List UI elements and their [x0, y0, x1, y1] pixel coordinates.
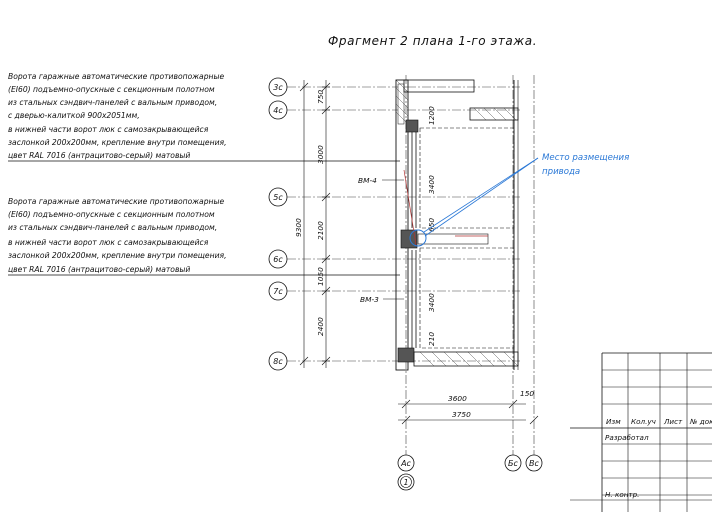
note-bottom-line-1: Ворота гаражные автоматические противопо…: [8, 197, 224, 206]
dim-left-750: 750: [316, 90, 325, 104]
axis-label-7c: 7с: [273, 287, 283, 296]
callout-line-2: привода: [542, 167, 580, 177]
axis-label-6c: 6с: [273, 255, 283, 264]
dim-bottom-3750: 3750: [452, 410, 471, 419]
note-bottom-line-4: в нижней части ворот люк с самозакрывающ…: [8, 238, 209, 247]
dim-inner-650: 650: [427, 218, 436, 232]
axis-label-ac: Ас: [400, 459, 411, 468]
dim-inner-3400-top: 3400: [427, 175, 436, 194]
note-top-line-1: Ворота гаражные автоматические противопо…: [8, 72, 224, 81]
note-top-line-6: заслонкой 200х200мм, крепление внутри по…: [8, 138, 226, 147]
drive-location-callout: Место размещения привода: [409, 153, 629, 247]
note-top-line-3: из стальных сэндвич-панелей с вальным пр…: [8, 98, 217, 107]
dim-left-2400: 2400: [316, 317, 325, 336]
axis-label-bc: Бс: [508, 459, 518, 468]
axis-bubbles-bottom: Ас Бс Вс 1: [397, 454, 543, 491]
dim-bottom-150: 150: [520, 389, 534, 398]
note-bottom-line-3: из стальных сэндвич-панелей с вальным пр…: [8, 223, 217, 232]
dim-left-2100: 2100: [316, 221, 325, 240]
dimension-chain-bottom: [398, 399, 539, 425]
dim-inner-3400-bottom: 3400: [427, 293, 436, 312]
dimension-chain-left: [299, 80, 331, 368]
dim-left-3000: 3000: [316, 145, 325, 164]
axis-label-4c: 4с: [273, 106, 283, 115]
dim-inner-210: 210: [427, 332, 436, 346]
note-bottom-line-2: (EI60) подъемно-опускные с секционным по…: [8, 210, 215, 219]
title-block-header-1: Изм: [606, 417, 621, 426]
plan-walls: [395, 79, 519, 371]
note-top-line-4: с дверью-калиткой 900х2051мм,: [8, 111, 140, 120]
gate-mark-vm4: ВМ-4: [358, 176, 377, 185]
note-top-line-2: (EI60) подъемно-опускные с секционным по…: [8, 85, 215, 94]
note-bottom-line-6: цвет RAL 7016 (антрацитово-серый) матовы…: [8, 265, 190, 274]
node-mark-label: 1: [403, 478, 408, 487]
note-top-line-5: в нижней части ворот люк с самозакрывающ…: [8, 125, 209, 134]
title-block-role-norm-control: Н. контр.: [605, 490, 639, 499]
dim-left-1050: 1050: [316, 267, 325, 286]
title-block: Изм Кол.уч Лист № док Разработал Н. конт…: [570, 352, 712, 512]
note-bottom-line-5: заслонкой 200х200мм, крепление внутри по…: [8, 251, 226, 260]
title-block-header-2: Кол.уч: [631, 417, 656, 426]
dim-inner-1200: 1200: [427, 106, 436, 125]
gate-note-top: Ворота гаражные автоматические противопо…: [8, 72, 400, 162]
dim-bottom-3600: 3600: [448, 394, 467, 403]
note-top-line-7: цвет RAL 7016 (антрацитово-серый) матовы…: [8, 151, 190, 160]
axis-bubbles-left: 3с 4с 5с 6с 7с 8с: [268, 77, 288, 371]
axis-label-3c: 3с: [273, 83, 283, 92]
gate-mark-vm3: ВМ-3: [360, 295, 379, 304]
axis-label-8c: 8с: [273, 357, 283, 366]
drawing-title: Фрагмент 2 плана 1-го этажа.: [328, 34, 537, 48]
gate-note-bottom: Ворота гаражные автоматические противопо…: [8, 197, 400, 276]
axis-label-vc: Вс: [529, 459, 539, 468]
title-block-header-3: Лист: [663, 417, 683, 426]
dim-left-total: 9300: [294, 218, 303, 237]
callout-line-1: Место размещения: [542, 153, 629, 163]
title-block-role-developer: Разработал: [605, 433, 649, 442]
axis-label-5c: 5с: [273, 193, 283, 202]
title-block-header-4: № док: [689, 417, 712, 426]
